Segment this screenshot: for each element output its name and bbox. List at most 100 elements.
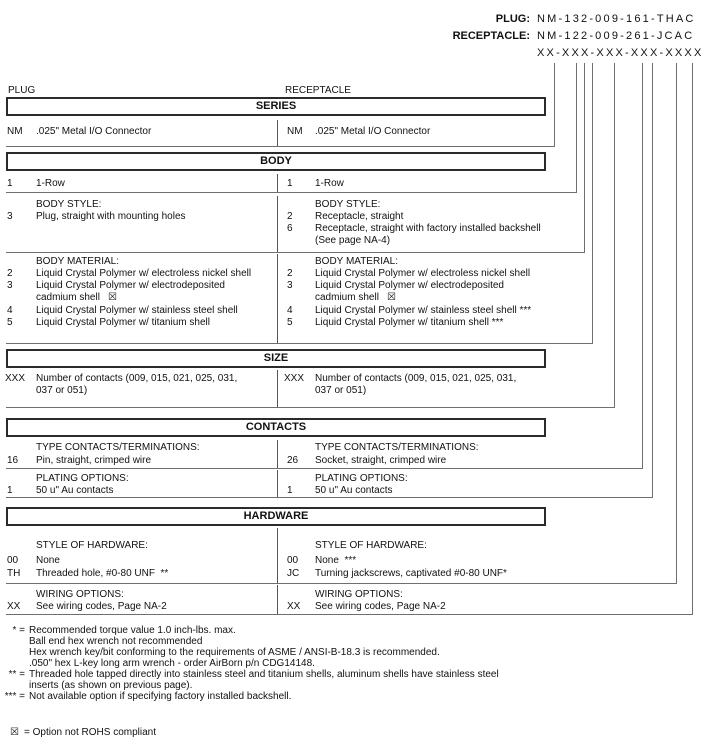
footnote-text: Threaded hole tapped directly into stain…: [29, 669, 499, 680]
series-left-code: NM: [7, 126, 23, 137]
column-divider-body-material: [277, 254, 278, 343]
body-material-right-desc: Liquid Crystal Polymer w/ electroless ni…: [315, 268, 531, 279]
body-style-right-desc: Receptacle, straight: [315, 211, 404, 222]
divider-series: [6, 146, 555, 147]
body-material-right-code: 3: [287, 280, 293, 291]
body-material-right-code: 2: [287, 268, 293, 279]
hardware-style-left-desc: Threaded hole, #0-80 UNF **: [36, 568, 169, 579]
contacts-type-right-code: 26: [287, 455, 299, 466]
leader-line-series: [554, 63, 555, 146]
body-style-left-header: BODY STYLE:: [36, 199, 102, 210]
plating-right-header: PLATING OPTIONS:: [315, 473, 408, 484]
plating-right-code: 1: [287, 485, 293, 496]
hardware-style-left-code: 00: [7, 555, 19, 566]
leader-line-body-row: [576, 63, 577, 192]
rohs-legend-text: = Option not ROHS compliant: [24, 727, 157, 738]
contacts-type-left-code: 16: [7, 455, 19, 466]
wiring-left-desc: See wiring codes, Page NA-2: [36, 601, 167, 612]
body-material-right-desc: cadmium shell: [315, 292, 379, 303]
body-material-left-code: 5: [7, 317, 13, 328]
leader-line-body-style: [584, 63, 585, 252]
series-left-desc: .025" Metal I/O Connector: [36, 126, 152, 137]
size-left-code: XXX: [5, 373, 26, 384]
contacts-type-left-desc: Pin, straight, crimped wire: [36, 455, 152, 466]
body-style-right-desc: Receptacle, straight with factory instal…: [315, 223, 541, 234]
footnote-marker: *** =: [4, 691, 25, 702]
wiring-right-header: WIRING OPTIONS:: [315, 589, 403, 600]
plating-left-code: 1: [7, 485, 13, 496]
hardware-style-left-header: STYLE OF HARDWARE:: [36, 540, 148, 551]
footnote-marker: * =: [12, 625, 25, 636]
series-right-desc: .025" Metal I/O Connector: [315, 126, 431, 137]
hardware-style-left-code: TH: [7, 568, 21, 579]
body-style-right-note: (See page NA-4): [315, 235, 391, 246]
body-style-right-code: 6: [287, 223, 293, 234]
leader-line-contacts-plating: [652, 63, 653, 497]
size-left-line2: 037 or 051): [36, 385, 88, 396]
left-column-header: PLUG: [8, 85, 36, 96]
body-material-left-code: 2: [7, 268, 13, 279]
plating-right-desc: 50 u" Au contacts: [315, 485, 393, 496]
not-rohs-icon: ☒: [387, 292, 396, 303]
body-material-right-desc: Liquid Crystal Polymer w/ electrodeposit…: [315, 280, 504, 291]
leader-line-hardware-wiring: [692, 63, 693, 614]
divider-contacts-plating: [6, 497, 653, 498]
footnote-text: Not available option if specifying facto…: [29, 691, 292, 702]
body-material-left-desc: Liquid Crystal Polymer w/ stainless stee…: [36, 305, 238, 316]
column-divider-body-row: [277, 174, 278, 192]
plug-part-number: NM-132-009-161-THAC: [537, 13, 696, 25]
hardware-style-right-code: JC: [287, 568, 300, 579]
body-material-left-code: 4: [7, 305, 13, 316]
contacts-type-right-desc: Socket, straight, crimped wire: [315, 455, 447, 466]
contacts-section-header: CONTACTS: [6, 418, 546, 437]
hardware-style-right-desc: None ***: [315, 555, 357, 566]
divider-hardware-style: [6, 583, 677, 584]
not-rohs-icon: ☒: [10, 727, 19, 738]
series-right-code: NM: [287, 126, 303, 137]
body-section-header: BODY: [6, 152, 546, 171]
body-material-right-code: 4: [287, 305, 293, 316]
contacts-type-right-header: TYPE CONTACTS/TERMINATIONS:: [315, 442, 479, 453]
series-section-header: SERIES: [6, 97, 546, 116]
wiring-left-header: WIRING OPTIONS:: [36, 589, 124, 600]
divider-size: [6, 407, 615, 408]
body-material-left-desc: Liquid Crystal Polymer w/ electrodeposit…: [36, 280, 225, 291]
leader-line-size: [614, 63, 615, 407]
leader-line-hardware-style: [676, 63, 677, 583]
divider-body-row: [6, 192, 577, 193]
size-right-line2: 037 or 051): [315, 385, 367, 396]
hardware-style-right-desc: Turning jackscrews, captivated #0-80 UNF…: [315, 568, 507, 579]
size-left-line1: Number of contacts (009, 015, 021, 025, …: [36, 373, 238, 384]
column-divider-size: [277, 370, 278, 407]
wiring-right-code: XX: [287, 601, 301, 612]
body-style-right-code: 2: [287, 211, 293, 222]
body-material-right-code: 5: [287, 317, 293, 328]
body-material-right-header: BODY MATERIAL:: [315, 256, 398, 267]
hardware-style-right-header: STYLE OF HARDWARE:: [315, 540, 427, 551]
body-row-left-desc: 1-Row: [36, 178, 65, 189]
plug-pn-label: PLUG:: [495, 13, 530, 25]
body-material-left-desc: cadmium shell: [36, 292, 100, 303]
size-right-code: XXX: [284, 373, 305, 384]
body-material-left-code: 3: [7, 280, 13, 291]
part-number-mask: XX-XXX-XXX-XXX-XXXX: [537, 47, 704, 59]
leader-line-body-material: [592, 63, 593, 343]
right-column-header: RECEPTACLE: [285, 85, 351, 96]
body-style-left-desc: Plug, straight with mounting holes: [36, 211, 186, 222]
divider-hardware-wiring: [6, 614, 693, 615]
column-divider-hardware-wiring: [277, 585, 278, 614]
body-row-left-code: 1: [7, 178, 13, 189]
body-material-right-desc: Liquid Crystal Polymer w/ titanium shell…: [315, 317, 504, 328]
footnote-text: Hex wrench key/bit conforming to the req…: [29, 647, 440, 658]
plating-left-header: PLATING OPTIONS:: [36, 473, 129, 484]
body-material-right-desc: Liquid Crystal Polymer w/ stainless stee…: [315, 305, 532, 316]
size-section-header: SIZE: [6, 349, 546, 368]
divider-body-material: [6, 343, 593, 344]
hardware-section-header: HARDWARE: [6, 507, 546, 526]
footnote-text: inserts (as shown on previous page).: [29, 680, 193, 691]
hardware-style-right-code: 00: [287, 555, 299, 566]
footnote-text: .050" hex L-key long arm wrench - order …: [29, 658, 315, 669]
not-rohs-icon: ☒: [108, 292, 117, 303]
receptacle-pn-label: RECEPTACLE:: [452, 30, 530, 42]
